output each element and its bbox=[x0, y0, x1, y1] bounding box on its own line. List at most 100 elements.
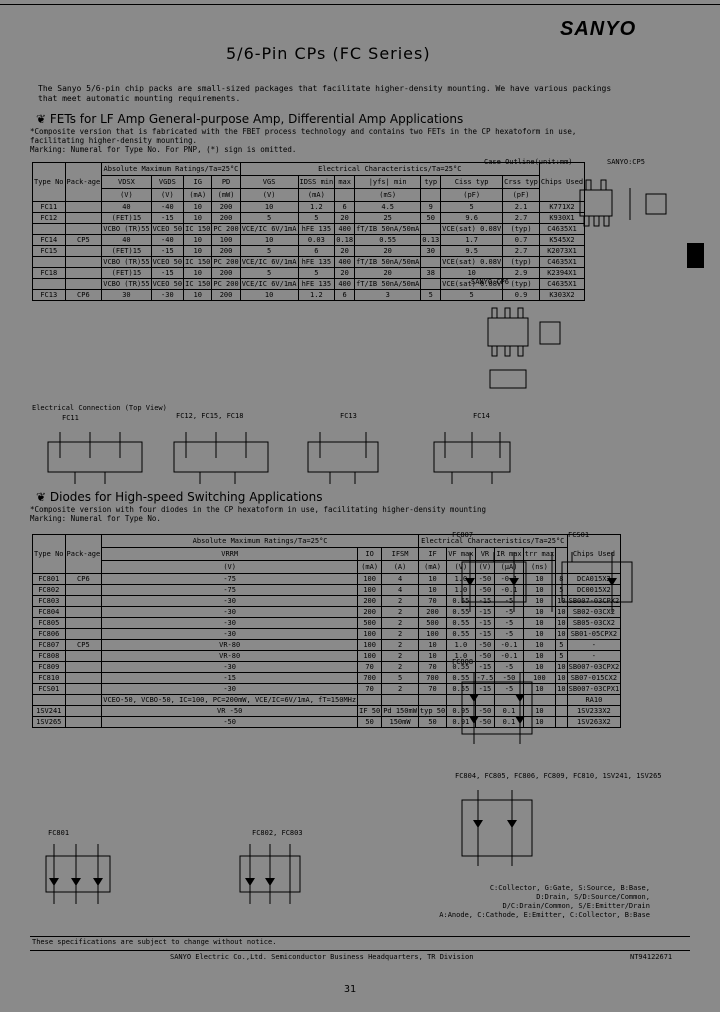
table-cell: VCEO 50 bbox=[150, 223, 185, 235]
table-cell bbox=[357, 694, 383, 706]
table-cell: CP5 bbox=[64, 234, 103, 246]
table-cell: (FET)15 bbox=[101, 267, 152, 279]
table-cell: -15 bbox=[150, 212, 185, 224]
footer-rule-mid bbox=[30, 950, 690, 951]
table-cell: 70 bbox=[417, 661, 448, 673]
table-cell: - bbox=[566, 639, 622, 651]
table-cell: 2 bbox=[381, 617, 419, 629]
table-cell: -75 bbox=[101, 584, 359, 596]
table-cell: 10 bbox=[555, 672, 568, 684]
diode-section-heading: ❦ Diodes for High-speed Switching Applic… bbox=[36, 490, 323, 504]
diode-diagrams-top bbox=[461, 552, 633, 612]
table-cell: 10 bbox=[183, 212, 213, 224]
table-cell: VR-80 bbox=[101, 650, 359, 662]
table-cell: 2 bbox=[381, 683, 419, 695]
table-cell: 5 bbox=[239, 212, 299, 224]
conn-label-fc11: FC11 bbox=[62, 414, 79, 422]
header-cell: VRRM bbox=[101, 547, 359, 561]
table-cell: 9.5 bbox=[440, 245, 504, 257]
header-cell: (mA) bbox=[183, 188, 213, 202]
table-cell: fT/IB 50nA/50mA bbox=[354, 256, 422, 268]
table-cell: 200 bbox=[357, 595, 383, 607]
table-cell: -50 bbox=[474, 650, 496, 662]
table-cell: -30 bbox=[101, 628, 359, 640]
fet-section-heading: ❦ FETs for LF Amp General-purpose Amp, D… bbox=[36, 112, 464, 126]
table-cell: 2 bbox=[381, 606, 419, 618]
table-cell: 20 bbox=[334, 267, 356, 279]
table-cell: 10 bbox=[183, 245, 213, 257]
table-cell bbox=[555, 694, 568, 706]
table-cell: 200 bbox=[211, 212, 241, 224]
header-cell: typ bbox=[420, 175, 442, 189]
table-cell bbox=[64, 661, 103, 673]
table-cell: 10 bbox=[522, 639, 557, 651]
table-cell: 20 bbox=[354, 245, 422, 257]
header-cell: (mW) bbox=[211, 188, 241, 202]
col-abs-max: Absolute Maximum Ratings/Ta=25°C bbox=[101, 534, 419, 548]
table-cell: 200 bbox=[211, 289, 241, 301]
table-cell: 10 bbox=[183, 201, 213, 213]
table-cell: 500 bbox=[417, 617, 448, 629]
table-cell: 1.7 bbox=[440, 234, 504, 246]
table-cell: 100 bbox=[357, 650, 383, 662]
table-cell: 10 bbox=[239, 289, 299, 301]
table-cell: 1SV265 bbox=[32, 716, 66, 728]
table-cell: FC803 bbox=[32, 595, 66, 607]
table-cell: 4 bbox=[381, 584, 419, 596]
table-cell: 10 bbox=[417, 650, 448, 662]
header-cell: VGS bbox=[239, 175, 299, 189]
table-cell bbox=[64, 683, 103, 695]
header-cell: (mA) bbox=[417, 560, 448, 574]
table-cell: VCEO 50 bbox=[150, 278, 185, 290]
table-cell: -15 bbox=[474, 628, 496, 640]
table-cell: FCS01 bbox=[32, 683, 66, 695]
table-cell: 100 bbox=[211, 234, 241, 246]
table-cell: 2 bbox=[381, 639, 419, 651]
section-icon: ❦ bbox=[36, 490, 50, 504]
table-cell: FC14 bbox=[32, 234, 66, 246]
table-cell bbox=[64, 606, 103, 618]
table-cell: 10 bbox=[239, 201, 299, 213]
table-cell bbox=[32, 694, 66, 706]
table-cell: 70 bbox=[417, 683, 448, 695]
table-cell: VCEO 50 bbox=[150, 256, 185, 268]
table-cell: VR-80 bbox=[101, 639, 359, 651]
table-cell bbox=[32, 223, 66, 235]
table-cell: SB07-015CX2 bbox=[566, 672, 622, 684]
table-cell: VCBO (TR)55 bbox=[101, 256, 152, 268]
diode-spec-table: Type No Pack-age Absolute Maximum Rating… bbox=[32, 534, 622, 728]
table-cell: 200 bbox=[357, 606, 383, 618]
table-cell: 40 bbox=[101, 234, 152, 246]
header-cell: VF max bbox=[446, 547, 476, 561]
table-cell bbox=[64, 201, 103, 213]
table-cell: 9.6 bbox=[440, 212, 504, 224]
table-cell: 9 bbox=[420, 201, 442, 213]
table-cell: 5 bbox=[297, 267, 336, 279]
table-cell: IF 50 bbox=[357, 705, 383, 717]
section-icon: ❦ bbox=[36, 112, 50, 126]
header-cell: (A) bbox=[381, 560, 419, 574]
table-cell: 5 bbox=[239, 267, 299, 279]
table-cell: 2.7 bbox=[502, 212, 540, 224]
table-cell: 0.1 bbox=[494, 716, 524, 728]
cp6-outline-drawing bbox=[487, 307, 561, 389]
table-cell: 10 bbox=[417, 639, 448, 651]
col-package: Pack-age bbox=[64, 162, 103, 202]
table-cell: -30 bbox=[101, 617, 359, 629]
header-cell: PD bbox=[211, 175, 241, 189]
table-cell: 700 bbox=[417, 672, 448, 684]
header-cell: (V) bbox=[150, 188, 185, 202]
table-cell: FC13 bbox=[32, 289, 66, 301]
table-cell: FC12 bbox=[32, 212, 66, 224]
header-cell: VGDS bbox=[150, 175, 185, 189]
table-cell: 1SV241 bbox=[32, 705, 66, 717]
table-cell: hFE 135 bbox=[297, 278, 336, 290]
table-cell: 70 bbox=[357, 661, 383, 673]
